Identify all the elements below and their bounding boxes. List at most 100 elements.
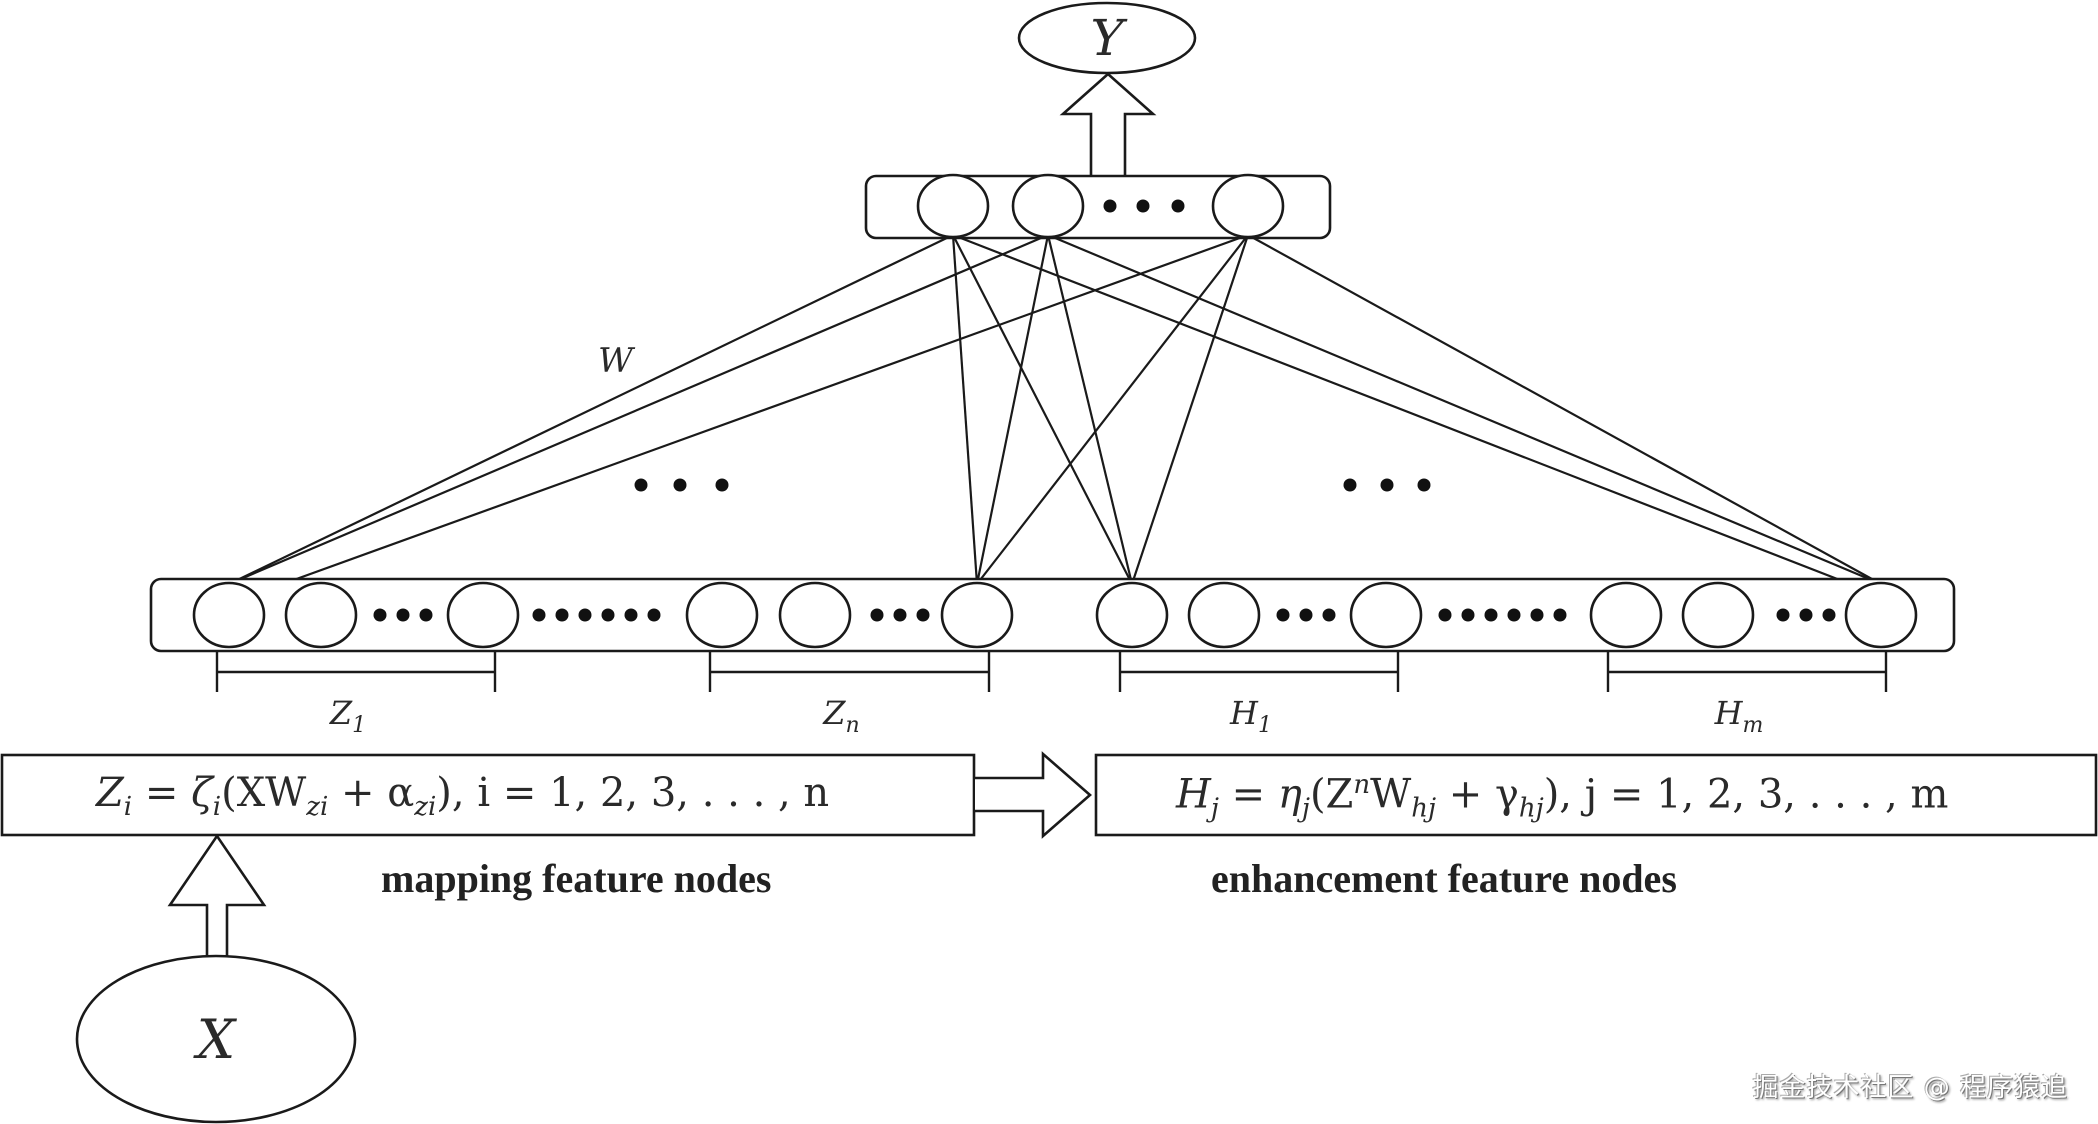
mapping-formula-box	[0, 753, 976, 837]
feature-node-h1	[1187, 581, 1261, 649]
weight-edge	[952, 233, 1882, 598]
group-label-z1: Z1	[329, 694, 366, 738]
output-y-label: Y	[1090, 9, 1127, 67]
between-groups-ellipsis-dot	[1553, 608, 1567, 622]
weight-edge	[228, 234, 954, 585]
enhancement-caption: enhancement feature nodes	[1211, 856, 1677, 901]
group-label-h1: H1	[1229, 694, 1272, 738]
enhancement-formula-lhs: H	[1176, 771, 1211, 818]
output-layer-nodes	[916, 173, 1285, 239]
enhancement-formula-box	[1094, 753, 2098, 837]
between-groups-ellipsis-dot	[1530, 608, 1544, 622]
group-brackets	[215, 651, 1888, 692]
enhancement-formula-fn: η	[1277, 771, 1302, 818]
inner-ellipsis-dot	[893, 608, 907, 622]
feature-layer-box	[149, 577, 1956, 653]
watermark: 掘金技术社区 @ 程序猿追	[1752, 1073, 2068, 1103]
equals-sign: =	[144, 770, 179, 816]
between-groups-ellipsis-dot	[647, 608, 661, 622]
group-bracket-zn	[708, 651, 991, 692]
inner-ellipsis-dot	[1822, 608, 1836, 622]
weight-edge	[1047, 233, 1882, 586]
weight-edge	[952, 234, 1133, 585]
enhancement-formula: Hj = ηj(ZnWhj + γhj), j = 1, 2, 3, . . .…	[1176, 770, 1948, 823]
enhancement-formula-lhs-sub: j	[1210, 793, 1219, 824]
weight-connections	[228, 233, 1882, 598]
feature-layer-nodes	[192, 581, 1918, 649]
enhancement-formula-part: + γ	[1436, 771, 1519, 818]
between-groups-ellipsis-dot	[1507, 608, 1521, 622]
mapping-formula: Zi = ζi(XWzi + αzi), i = 1, 2, 3, . . . …	[96, 770, 829, 822]
mapping-caption: mapping feature nodes	[381, 856, 771, 901]
feature-node-zn	[940, 581, 1014, 649]
output-ellipsis-dot	[1171, 199, 1185, 213]
enhancement-formula-part: (Z	[1309, 771, 1354, 818]
weight-edge	[1247, 234, 1882, 585]
weight-edge	[951, 234, 979, 585]
weight-edge	[1130, 234, 1250, 585]
mapping-formula-lhs-sub: i	[123, 792, 133, 822]
between-groups-ellipsis-dot	[578, 608, 592, 622]
feature-node-z1	[446, 581, 520, 649]
enhancement-formula-fn-sub: j	[1301, 793, 1310, 824]
output-y-node: Y	[1017, 1, 1197, 75]
weight-edge	[976, 234, 1249, 585]
feature-node-hm	[1681, 581, 1755, 649]
between-groups-ellipsis-dot	[532, 608, 546, 622]
feature-node-zn	[685, 581, 759, 649]
feature-node-hm	[1589, 581, 1663, 649]
inner-ellipsis-dot	[396, 608, 410, 622]
between-groups-ellipsis-dot	[1438, 608, 1452, 622]
input-x-label: X	[193, 1008, 238, 1071]
feature-node-z1	[192, 581, 266, 649]
inner-ellipsis-dot	[1322, 608, 1336, 622]
mapping-formula-sub: zi	[306, 792, 329, 822]
enhancement-formula-part: W	[1370, 771, 1412, 818]
feature-node-h1	[1095, 581, 1169, 649]
group-bracket-h1	[1118, 651, 1400, 692]
mapping-formula-fn-sub: i	[212, 792, 222, 822]
weight-edge	[254, 233, 1249, 596]
feature-node-h1	[1349, 581, 1423, 649]
right-connection-ellipsis	[1343, 478, 1431, 492]
output-up-arrow	[1059, 72, 1157, 176]
group-labels: Z1 Zn H1 Hm	[329, 694, 1764, 738]
feature-node-z1	[284, 581, 358, 649]
weight-edge	[1046, 234, 1134, 585]
output-ellipsis-dot	[1136, 199, 1150, 213]
between-groups-ellipsis-dot	[601, 608, 615, 622]
left-connection-ellipsis	[634, 478, 729, 492]
output-node	[1011, 173, 1085, 239]
mapping-formula-sub: zi	[414, 792, 437, 822]
between-groups-ellipsis-dot	[555, 608, 569, 622]
input-x-node: X	[75, 954, 357, 1124]
inner-ellipsis-dot	[1299, 608, 1313, 622]
group-label-zn: Zn	[822, 694, 859, 738]
between-groups-ellipsis-dot	[1461, 608, 1475, 622]
inner-ellipsis-dot	[1276, 608, 1290, 622]
weight-edge	[228, 233, 1049, 586]
inner-ellipsis-dot	[870, 608, 884, 622]
enhancement-formula-sub: hj	[1518, 793, 1544, 824]
group-bracket-z1	[215, 651, 497, 692]
feature-node-zn	[778, 581, 852, 649]
inner-ellipsis-dot	[1776, 608, 1790, 622]
output-node	[916, 173, 990, 239]
between-groups-ellipsis-dot	[624, 608, 638, 622]
enhancement-formula-part: ), j = 1, 2, 3, . . . , m	[1543, 771, 1949, 818]
inner-ellipsis-dot	[419, 608, 433, 622]
weight-label: W	[598, 341, 636, 381]
enhancement-formula-sup: n	[1353, 770, 1371, 800]
feature-layer-ellipses	[373, 608, 1836, 622]
output-node	[1211, 173, 1285, 239]
weight-edge	[975, 234, 1050, 585]
feature-node-hm	[1844, 581, 1918, 649]
equals-sign: =	[1231, 771, 1266, 818]
group-label-hm: Hm	[1714, 694, 1764, 738]
output-ellipsis-dot	[1103, 199, 1117, 213]
mapping-formula-fn: ζ	[191, 770, 213, 816]
mapping-to-enhancement-arrow	[975, 751, 1092, 839]
group-bracket-hm	[1606, 651, 1888, 692]
mapping-formula-part: ), i = 1, 2, 3, . . . , n	[436, 770, 830, 816]
